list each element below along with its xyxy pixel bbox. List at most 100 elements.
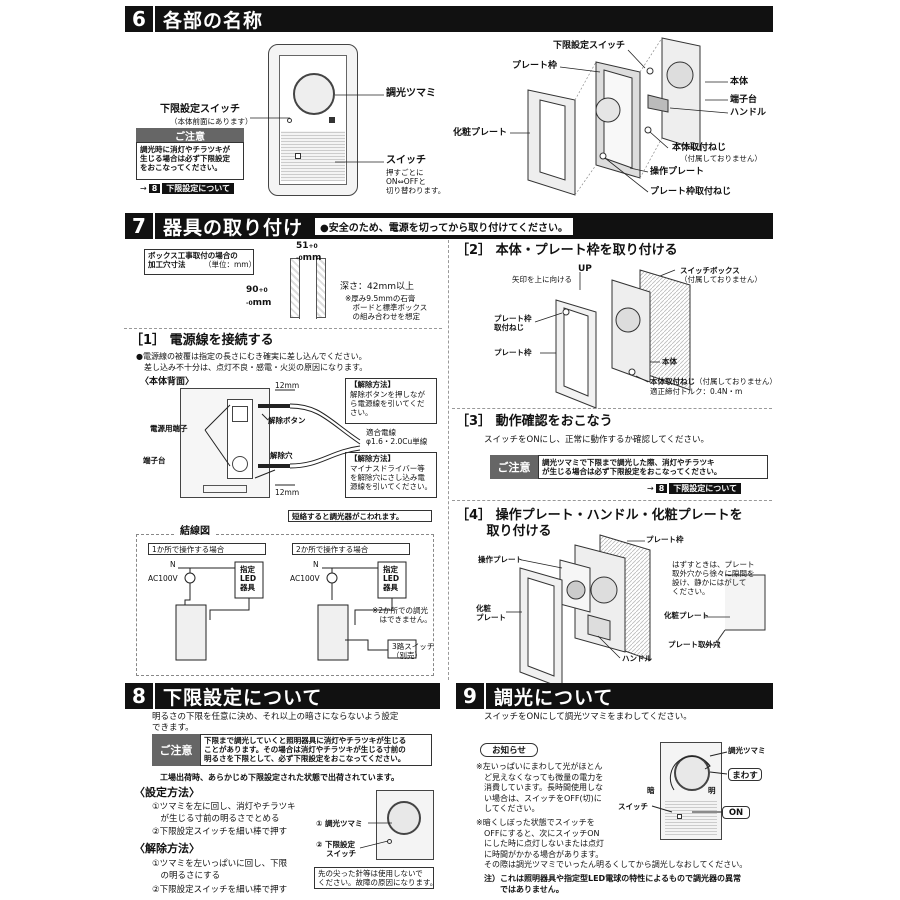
section-6-header: 6 各部の名称 xyxy=(125,6,773,32)
body-label: 本体 xyxy=(662,357,677,366)
s8-caution-title: ご注意 xyxy=(152,734,200,766)
release2-box xyxy=(345,452,437,498)
section-8-header: 8 下限設定について xyxy=(125,683,440,709)
dim-height: 90+0 -0mm xyxy=(246,284,271,310)
section-9-header: 9 調光について xyxy=(456,683,773,709)
frame-screw-label: プレート枠 取付ねじ xyxy=(494,314,532,332)
release2-body: マイナスドライバー等 を解除穴にさし込み電 源線を引いてください。 xyxy=(350,464,433,491)
lower-limit-button-icon xyxy=(287,118,292,123)
ref-section-8-step3: → 8 下限設定について xyxy=(647,482,742,494)
dim-height-value: 90 xyxy=(246,285,259,295)
s4-hole-label: プレート取外穴 xyxy=(668,640,721,649)
s9-label-switch: スイッチ xyxy=(618,802,648,811)
release1-title: 【解除方法】 xyxy=(350,380,395,389)
step1-title: ［1］ 電源線を接続する xyxy=(130,333,274,348)
section-number: 6 xyxy=(125,6,155,32)
wiring-diagram-box xyxy=(136,534,434,676)
s8-fig-lower: ② 下限設定 スイッチ xyxy=(316,840,357,858)
s9-note-2: ※暗くしぼった状態でスイッチを OFFにすると、次にスイッチON にした時に点灯… xyxy=(476,818,748,869)
box-dimension-unit: （単位：mm） xyxy=(204,260,257,269)
label-mount-screw-note: （付属しておりません） xyxy=(680,154,762,163)
label-plate-frame: プレート枠 xyxy=(512,61,558,71)
ac-1: AC100V xyxy=(148,574,178,583)
box-dimension-title xyxy=(144,249,254,275)
s9-knob-icon xyxy=(674,755,710,791)
s8-knob-icon xyxy=(387,801,421,835)
arrow-up-note: 矢印を上に向ける xyxy=(512,275,572,284)
step3-title: ［3］ 動作確認をおこなう xyxy=(456,414,613,429)
ref-arrow: → xyxy=(647,483,654,493)
label-power-terminal: 電源用端子 xyxy=(150,424,188,433)
two-place-note: ※2か所での調光 はできません。 xyxy=(372,606,432,624)
depth-note: ※厚み9.5mmの石膏 ボードと標準ボックス の組み合わせを想定 xyxy=(345,294,428,321)
label-operation-plate: 操作プレート xyxy=(650,167,705,177)
step2-title: ［2］ 本体・プレート枠を取り付ける xyxy=(456,243,678,258)
caution-box xyxy=(136,142,244,180)
section-title: 器具の取り付け xyxy=(163,216,304,239)
switch-box-label: スイッチボックス xyxy=(680,266,740,275)
s9-note-3: 注）これは照明器具や指定型LED電球の特性によるもので調光器の異常 ではありませ… xyxy=(484,874,741,894)
s9-label-turn: まわす xyxy=(728,768,762,781)
s4-remove-note: はずすときは、プレート 取外穴から徐々に隙間を 設け、静かにはがして ください。 xyxy=(672,560,755,596)
section-7-header: 7 器具の取り付け ●安全のため、電源を切ってから取り付けてください。 xyxy=(125,213,773,239)
label-cover-plate: 化粧プレート xyxy=(453,128,508,138)
step1-note: ●電源線の被覆は指定の長さにむき確実に差し込んでください。 差し込み不十分は、点… xyxy=(136,352,368,372)
s9-label-bright: 明 xyxy=(708,786,716,795)
dim-width-value: 51 xyxy=(296,241,309,251)
case1-box xyxy=(148,543,266,555)
led-1: 指定 LED 器具 xyxy=(240,565,257,592)
ref-number: 8 xyxy=(148,183,161,193)
s9-label-dark: 暗 xyxy=(647,786,655,795)
case2-label: 2か所で操作する場合 xyxy=(296,545,369,554)
ref-text: 下限設定について xyxy=(669,482,742,494)
ref-section-8: → 8 下限設定について xyxy=(140,182,235,194)
back-view-label: 〈本体背面〉 xyxy=(140,377,195,387)
label-lower-limit-switch-2: 下限設定スイッチ xyxy=(553,41,626,51)
depth-spec: 深さ：42mm以上 xyxy=(340,282,414,292)
body-screw-name: 本体取付ねじ xyxy=(650,377,695,386)
s9-label-on: ON xyxy=(722,806,750,819)
ref-arrow: → xyxy=(140,183,147,193)
label-frame-screw: プレート枠取付ねじ xyxy=(650,187,732,197)
s9-notice-badge: お知らせ xyxy=(480,743,538,757)
ac-2: AC100V xyxy=(290,574,320,583)
section-title: 調光について xyxy=(494,686,614,709)
s4-frame-label: プレート枠 xyxy=(646,535,684,544)
dim-height-unit: mm xyxy=(252,298,272,308)
section-title: 下限設定について xyxy=(163,686,323,709)
body-screw-label: 本体取付ねじ（付属しておりません） xyxy=(650,377,777,386)
switch-led-icon xyxy=(295,153,301,159)
s8-caution-body: 下限まで調光していくと照明器具に消灯やチラツキが生じる ことがあります。その場合… xyxy=(204,736,407,763)
step3-body: スイッチをONにし、正常に動作するか確認してください。 xyxy=(484,435,710,445)
section-number: 8 xyxy=(125,683,155,709)
body-back-figure xyxy=(180,388,270,498)
dim-width-tol: +0 -0 xyxy=(296,243,318,262)
s8-caution-box xyxy=(200,734,432,766)
wire-spec: 適合電線 φ1.6・2.0Cu単線 xyxy=(366,428,428,446)
wiring-title: 結線図 xyxy=(176,526,214,538)
case1-label: 1か所で操作する場合 xyxy=(152,545,225,554)
ref-text: 下限設定について xyxy=(162,182,235,194)
switch-handle xyxy=(281,131,345,181)
label-lower-limit-note: （本体前面にあります） xyxy=(170,117,253,126)
safety-note: ●安全のため、電源を切ってから取り付けてください。 xyxy=(315,217,573,235)
caution-title: ご注意 xyxy=(136,128,244,143)
short-warning-box xyxy=(288,510,432,522)
s8-set-step1: ①ツマミを左に回し、消灯やチラツキ が生じる寸前の明るさでとめる xyxy=(152,802,296,824)
s8-set-step2: ②下限設定スイッチを細い棒で押す xyxy=(152,827,288,837)
s8-dimmer-figure xyxy=(376,790,434,860)
release-button-icon xyxy=(232,406,248,422)
body-base xyxy=(203,485,247,493)
section-title: 各部の名称 xyxy=(163,9,264,32)
s8-release-step2: ②下限設定スイッチを細い棒で押す xyxy=(152,885,288,895)
step3-caution-box xyxy=(538,455,768,479)
divider-1 xyxy=(124,328,442,329)
s8-fig-note-box xyxy=(314,867,434,889)
indicator-icon xyxy=(329,117,335,123)
step3-caution-body: 調光ツマミで下限まで調光した際、消灯やチラツキ が生じる場合は必ず下限設定をおこ… xyxy=(542,458,722,476)
neutral-2: N xyxy=(313,560,319,569)
s9-switch-led-icon xyxy=(677,814,682,819)
